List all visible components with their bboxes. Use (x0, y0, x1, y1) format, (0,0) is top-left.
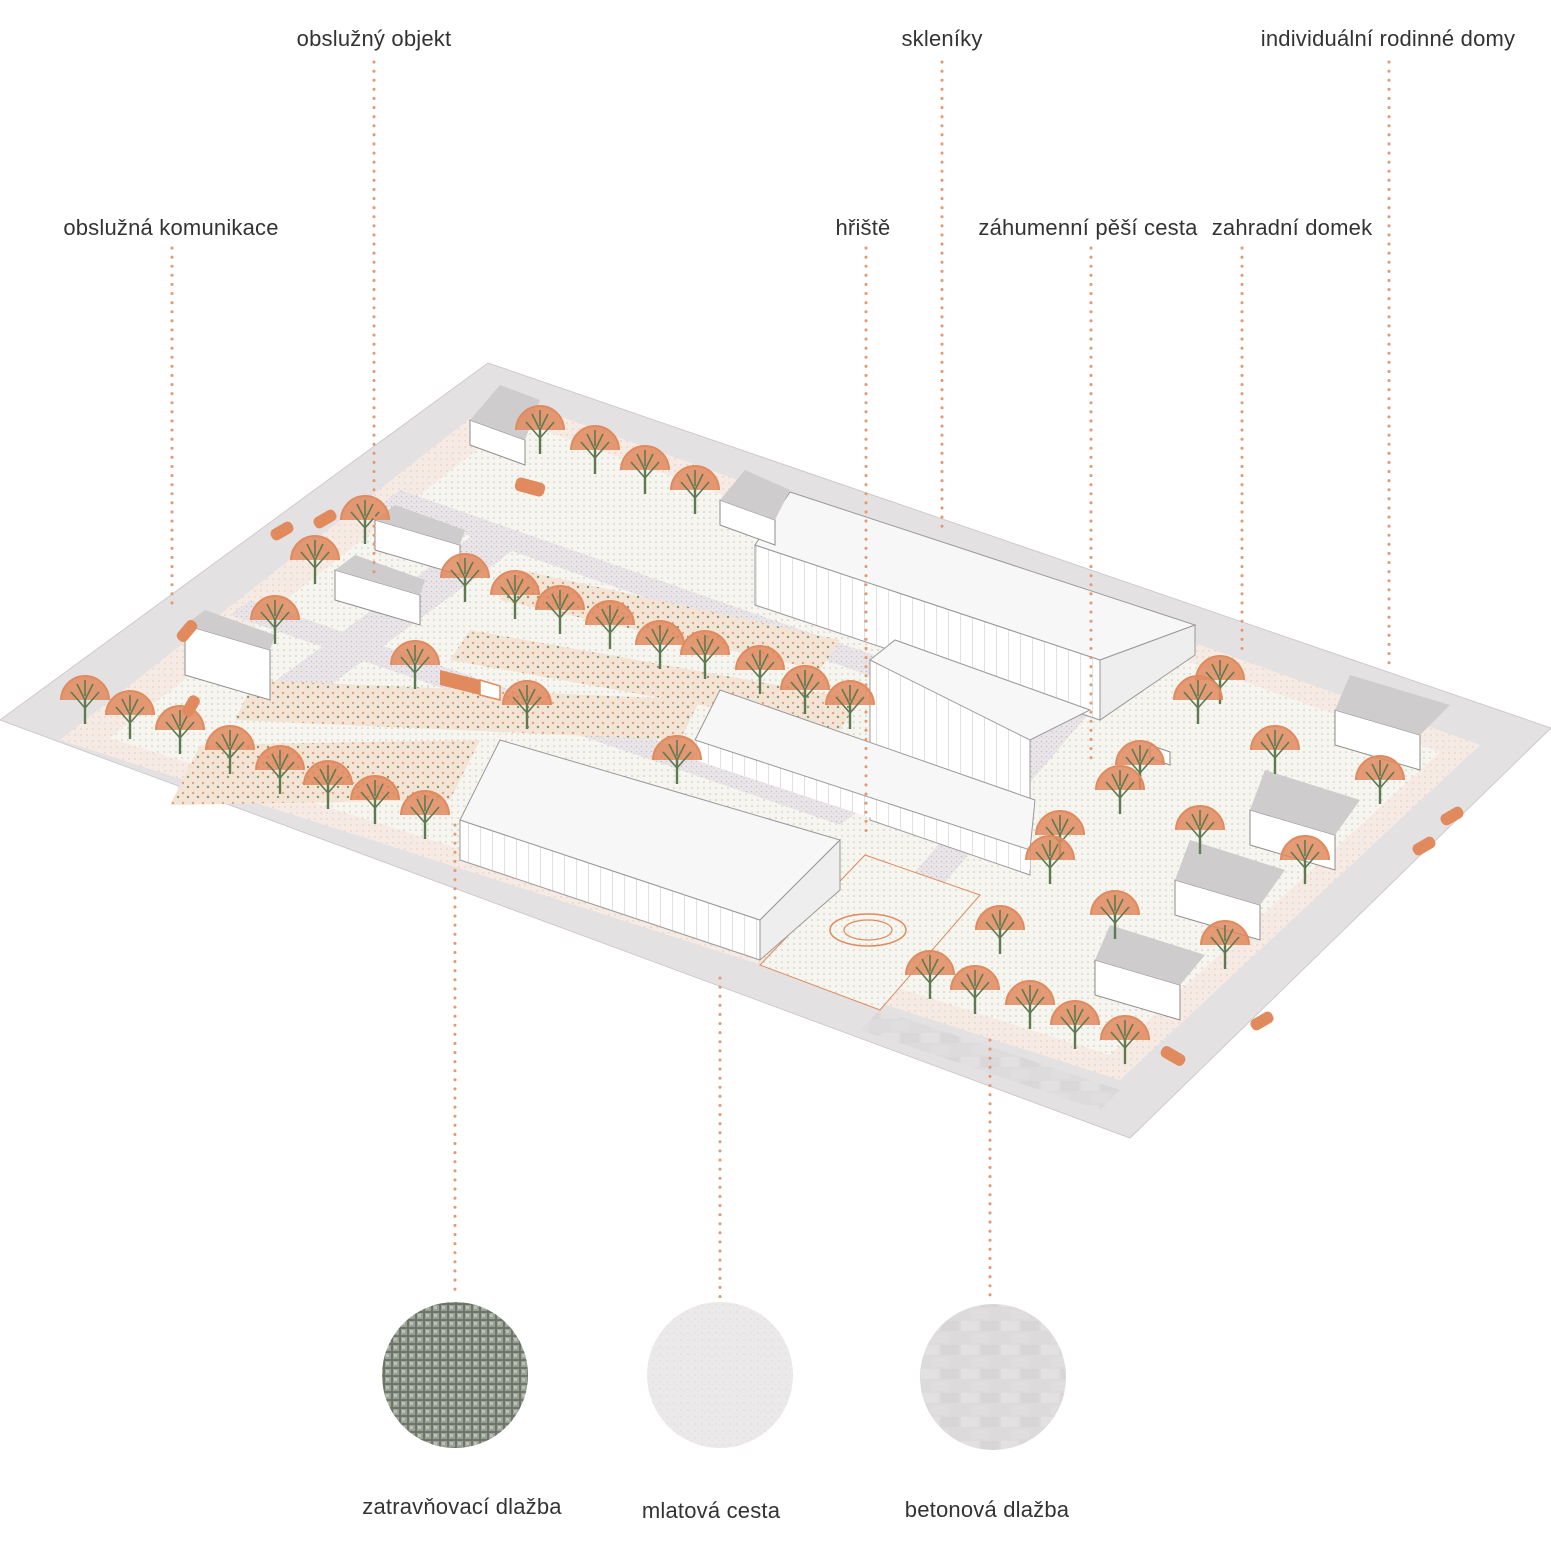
label-betonova-dlazba: betonová dlažba (904, 1497, 1070, 1522)
service-building-1 (184, 610, 275, 701)
label-obsluzna-komunikace: obslužná komunikace (63, 215, 279, 240)
garden-bed-2 (235, 680, 700, 740)
cars (176, 477, 1464, 1066)
family-house-4 (1094, 925, 1205, 1021)
house-greenhouse-1 (719, 470, 790, 546)
playground-ring (829, 913, 907, 947)
truck (440, 670, 501, 701)
swatch-betonova-dlazba (920, 1304, 1066, 1450)
label-obsluzny-objekt: obslužný objekt (296, 26, 452, 51)
label-mlatova-cesta: mlatová cesta (641, 1498, 781, 1523)
greenhouse-4 (459, 739, 841, 962)
greenhouse-3 (694, 689, 1036, 870)
swatch-mlatova-cesta (647, 1302, 793, 1448)
label-zahumenni-pesi-cesta: záhumenní pěší cesta (978, 215, 1198, 240)
garden-bed-4 (500, 570, 840, 670)
label-skleniky: skleníky (901, 26, 983, 51)
label-zatravnovaci-dlazba: zatravňovací dlažba (362, 1494, 562, 1519)
label-individualni-rodinne-domy: individuální rodinné domy (1260, 26, 1516, 51)
concrete-paving-strip (860, 1010, 1120, 1110)
family-house-1 (1334, 675, 1450, 771)
swatch-zatravnovaci-dlazba (382, 1302, 528, 1448)
label-hriste: hřiště (835, 215, 891, 240)
label-zahradni-domek: zahradní domek (1211, 215, 1373, 240)
service-building-2 (334, 555, 425, 626)
leader-lines (170, 60, 1391, 1302)
